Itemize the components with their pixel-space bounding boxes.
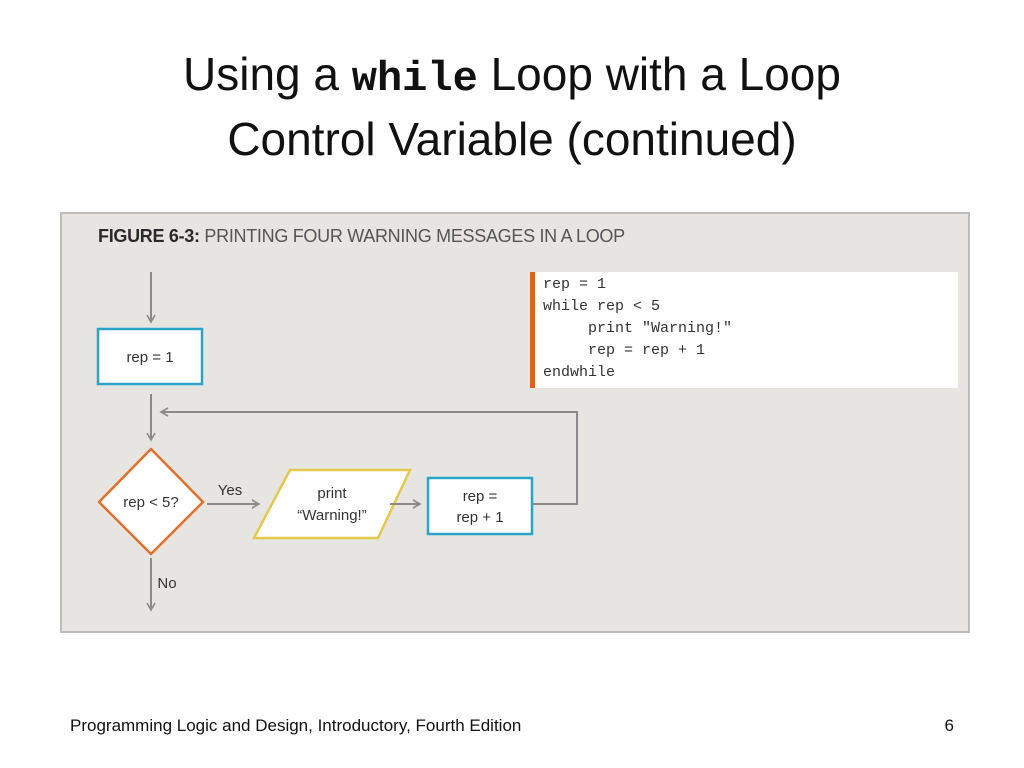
title-suffix: Loop with a Loop [477, 48, 841, 100]
figure-panel: FIGURE 6-3: PRINTING FOUR WARNING MESSAG… [60, 212, 970, 633]
slide-title: Using a while Loop with a Loop Control V… [0, 44, 1024, 169]
footer-text: Programming Logic and Design, Introducto… [70, 716, 522, 735]
output-label-line1: print [317, 485, 347, 502]
page-number: 6 [944, 716, 954, 735]
increment-process-box [426, 476, 534, 536]
code-line-3: print "Warning!" [543, 320, 733, 337]
code-line-5: endwhile [543, 364, 616, 381]
title-line-1: Using a while Loop with a Loop [0, 44, 1024, 109]
increment-label-line2: rep + 1 [456, 509, 503, 526]
yes-label: Yes [218, 482, 242, 499]
pseudocode-box: rep = 1 while rep < 5 print "Warning!" r… [530, 272, 958, 388]
init-process-label: rep = 1 [126, 349, 173, 366]
figure-caption: FIGURE 6-3: PRINTING FOUR WARNING MESSAG… [98, 226, 625, 247]
title-line-2: Control Variable (continued) [227, 113, 797, 165]
title-prefix: Using a [183, 48, 352, 100]
decision-diamond [97, 447, 205, 556]
code-line-4: rep = rep + 1 [543, 342, 706, 359]
init-process-box [96, 327, 204, 386]
figure-label: FIGURE 6-3: [98, 226, 200, 246]
flowchart: rep = 1 rep < 5? Yes print “Warning!” re… [96, 272, 578, 612]
code-line-2: while rep < 5 [543, 298, 661, 315]
output-parallelogram [251, 468, 412, 540]
figure-caption-text: PRINTING FOUR WARNING MESSAGES IN A LOOP [204, 226, 625, 246]
title-keyword: while [351, 55, 478, 103]
decision-label: rep < 5? [123, 494, 178, 511]
code-line-1: rep = 1 [543, 276, 607, 293]
no-label: No [157, 575, 176, 592]
increment-label-line1: rep = [463, 488, 498, 505]
loop-back-arrow [159, 407, 578, 505]
output-label-line2: “Warning!” [297, 507, 366, 524]
